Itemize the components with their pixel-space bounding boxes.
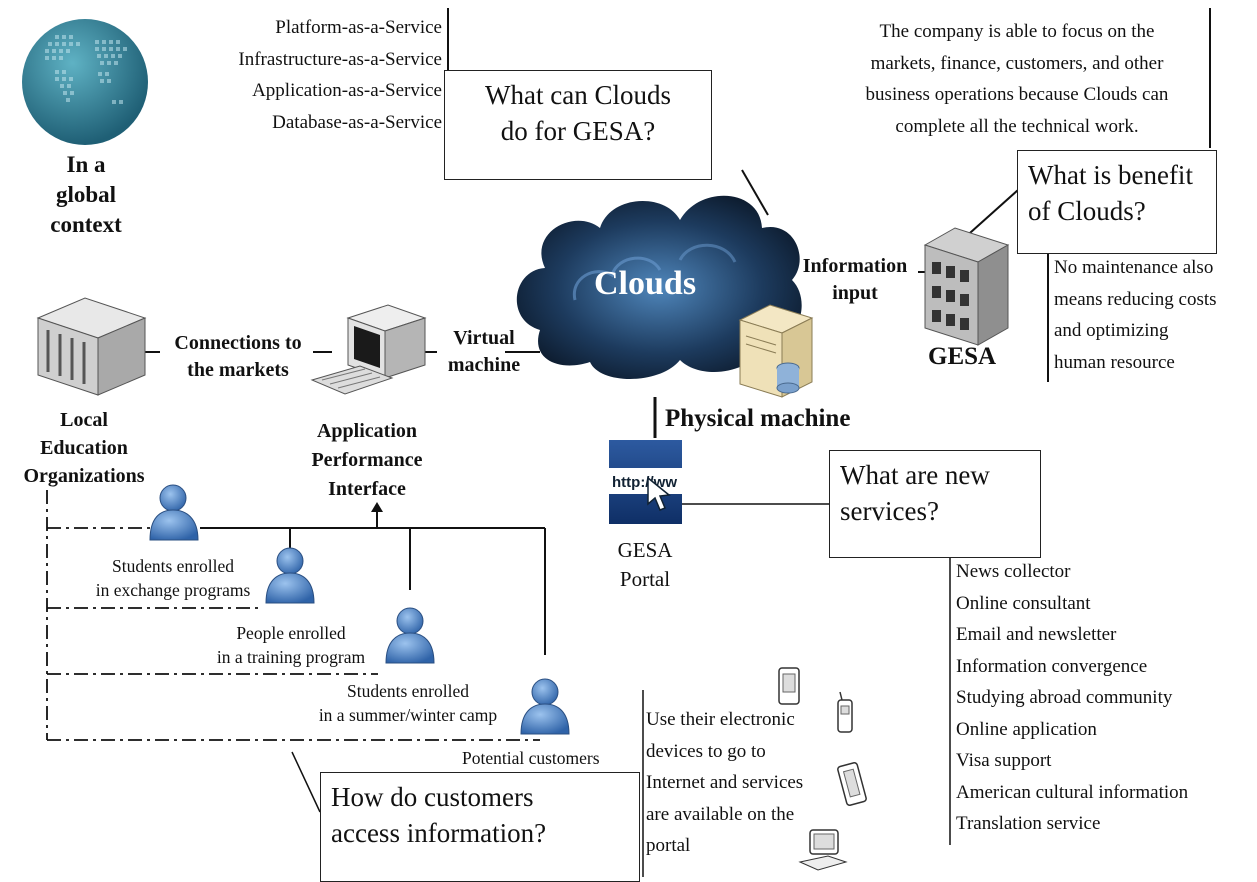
local-education-label: Local Education Organizations xyxy=(23,409,145,487)
new-service-item: Visa support xyxy=(956,750,1052,771)
question-clouds-box: What can Clouds do for GESA? xyxy=(444,70,712,180)
school-icon xyxy=(36,297,147,396)
global-context-label: In a global context xyxy=(50,152,122,237)
physical-machine-label: Physical machine xyxy=(665,405,851,432)
svg-text:http://ww: http://ww xyxy=(612,474,677,491)
new-service-item: Information convergence xyxy=(956,655,1148,677)
new-service-item: American cultural information xyxy=(956,781,1189,803)
new-services-list: News collector Online consultant Email a… xyxy=(956,556,1188,840)
building-icon xyxy=(923,227,1010,346)
question-new-services-box: What are new services? xyxy=(829,450,1041,558)
person-icon-4 xyxy=(520,678,570,735)
new-service-item: Online application xyxy=(956,718,1097,740)
globe-icon xyxy=(22,19,148,145)
group-training-label: People enrolled in a training program xyxy=(216,623,366,667)
new-service-item: Studying abroad community xyxy=(956,687,1173,708)
new-service-item: Email and newsletter xyxy=(956,624,1117,645)
person-icon-2 xyxy=(265,547,315,604)
gesa-label: GESA xyxy=(928,343,997,370)
service-item: Platform-as-a-Service xyxy=(275,17,442,38)
portal-icon: http://ww xyxy=(609,440,682,524)
service-item: Database-as-a-Service xyxy=(272,111,442,133)
service-item: Application-as-a-Service xyxy=(252,80,442,101)
server-icon xyxy=(738,304,814,398)
person-icon-1 xyxy=(149,484,199,541)
connections-label: Connections to the markets xyxy=(174,332,302,381)
question-access-box: How do customers access information? xyxy=(320,772,640,882)
person-icon-3 xyxy=(385,607,435,664)
new-service-item: Online consultant xyxy=(956,592,1091,614)
clouds-label: Clouds xyxy=(594,265,697,302)
access-text: Use their electronic devices to go to In… xyxy=(646,709,804,856)
new-service-item: Translation service xyxy=(956,813,1101,834)
information-input-label: Information input xyxy=(802,255,908,304)
api-label: Application Performance Interface xyxy=(311,420,423,500)
virtual-machine-label: Virtual machine xyxy=(447,327,521,376)
clouds-icon xyxy=(516,195,802,380)
computer-icon xyxy=(310,304,427,395)
group-camp-label: Students enrolled in a summer/winter cam… xyxy=(318,681,498,725)
device-icons xyxy=(778,667,867,871)
service-item: Infrastructure-as-a-Service xyxy=(238,48,442,70)
gesa-portal-label: GESA Portal xyxy=(617,538,673,591)
question-benefit-box: What is benefit of Clouds? xyxy=(1017,150,1217,254)
cloud-service-list: Platform-as-a-Service Infrastructure-as-… xyxy=(180,12,442,138)
benefit-text: No maintenance also means reducing costs… xyxy=(1054,257,1217,373)
group-exchange-label: Students enrolled in exchange programs xyxy=(95,556,251,600)
focus-text: The company is able to focus on the mark… xyxy=(865,21,1169,137)
group-potential-label: Potential customers xyxy=(462,748,600,768)
new-service-item: News collector xyxy=(956,561,1071,582)
